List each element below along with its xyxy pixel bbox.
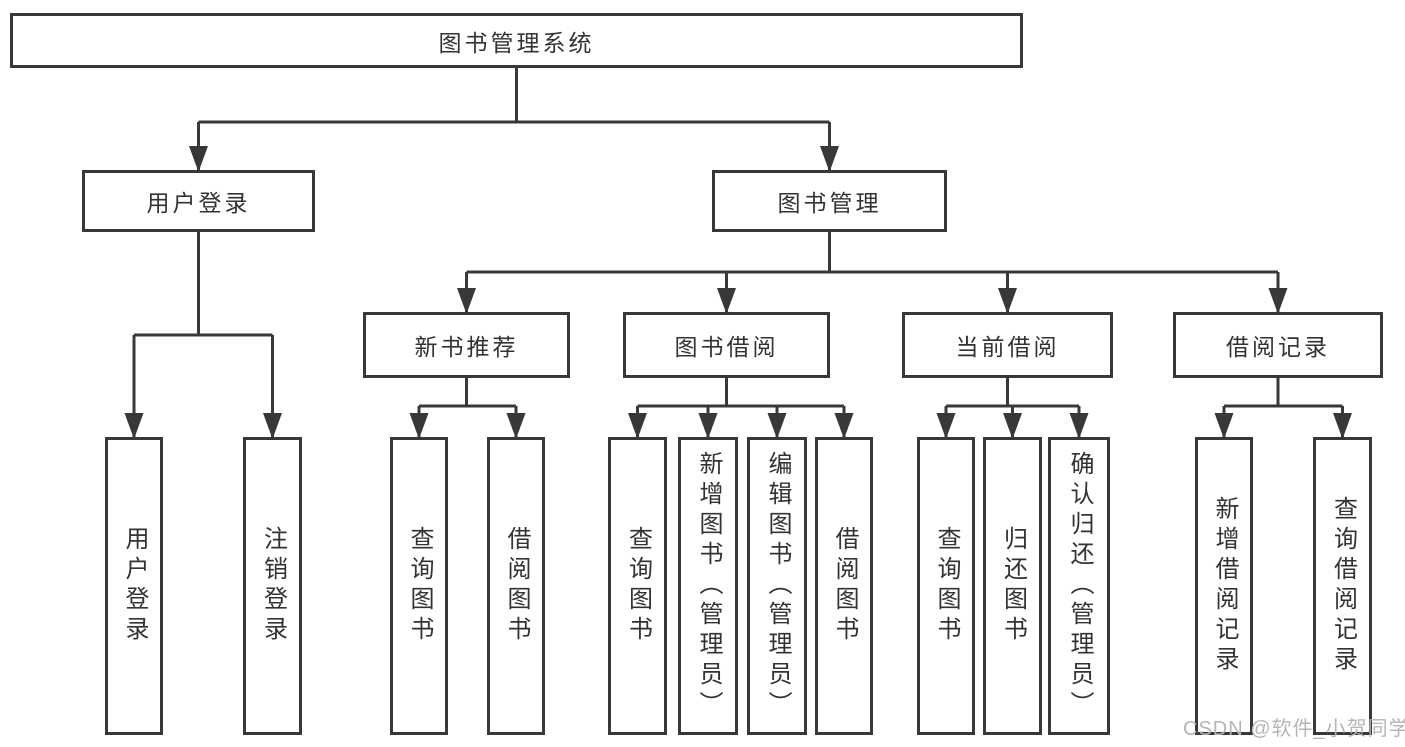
arrow-down-icon — [936, 413, 956, 439]
arrow-down-icon — [1268, 288, 1288, 314]
leaf-add-book-admin: 新增图书（管理员） — [678, 437, 738, 735]
leaf-edit-book-admin: 编辑图书（管理员） — [747, 437, 807, 735]
connector-root-to-level2 — [189, 68, 839, 172]
node-book-borrow: 图书借阅 — [623, 312, 830, 378]
leaf-borrow-books: 借阅图书 — [815, 437, 873, 735]
leaf-user-login: 用户登录 — [105, 437, 163, 735]
connector-user-login-to-children — [124, 232, 282, 439]
leaf-query-books-recommend: 查询图书 — [390, 437, 448, 735]
arrow-down-icon — [820, 146, 839, 172]
arrow-down-icon — [698, 413, 718, 439]
arrow-down-icon — [834, 413, 854, 439]
csdn-watermark: CSDN @软件_小贺同学 — [1183, 718, 1405, 740]
connector-book-borrow-to-children — [628, 378, 854, 439]
leaf-query-books-borrow: 查询图书 — [608, 437, 667, 735]
connector-new-book-recommend-to-children — [409, 378, 526, 439]
arrow-down-icon — [409, 413, 429, 439]
arrow-down-icon — [1333, 413, 1352, 439]
connector-book-management-to-level3 — [457, 232, 1288, 314]
node-user-login: 用户登录 — [82, 170, 315, 232]
arrow-down-icon — [717, 288, 736, 314]
arrow-down-icon — [1214, 413, 1234, 439]
leaf-query-books-current: 查询图书 — [917, 437, 975, 735]
arrow-down-icon — [628, 413, 647, 439]
arrow-down-icon — [124, 413, 144, 439]
arrow-down-icon — [189, 146, 208, 172]
node-current-borrow: 当前借阅 — [902, 312, 1113, 378]
leaf-confirm-return-admin: 确认归还（管理员） — [1048, 437, 1110, 735]
arrow-down-icon — [263, 413, 282, 439]
arrow-down-icon — [1069, 413, 1089, 439]
leaf-return-book: 归还图书 — [983, 437, 1042, 735]
connector-current-borrow-to-children — [936, 378, 1089, 439]
arrow-down-icon — [457, 288, 476, 314]
node-library-management-system: 图书管理系统 — [10, 13, 1023, 68]
leaf-logout: 注销登录 — [243, 437, 302, 735]
arrow-down-icon — [998, 288, 1017, 314]
arrow-down-icon — [767, 413, 787, 439]
node-new-book-recommend: 新书推荐 — [363, 312, 570, 378]
arrow-down-icon — [1003, 413, 1022, 439]
connector-borrow-records-to-children — [1214, 378, 1352, 439]
node-borrow-records: 借阅记录 — [1173, 312, 1383, 378]
leaf-add-borrow-record: 新增借阅记录 — [1195, 437, 1253, 735]
arrow-down-icon — [506, 413, 526, 439]
node-book-management: 图书管理 — [712, 170, 947, 232]
leaf-borrow-books-recommend: 借阅图书 — [487, 437, 545, 735]
leaf-query-borrow-record: 查询借阅记录 — [1313, 437, 1372, 735]
